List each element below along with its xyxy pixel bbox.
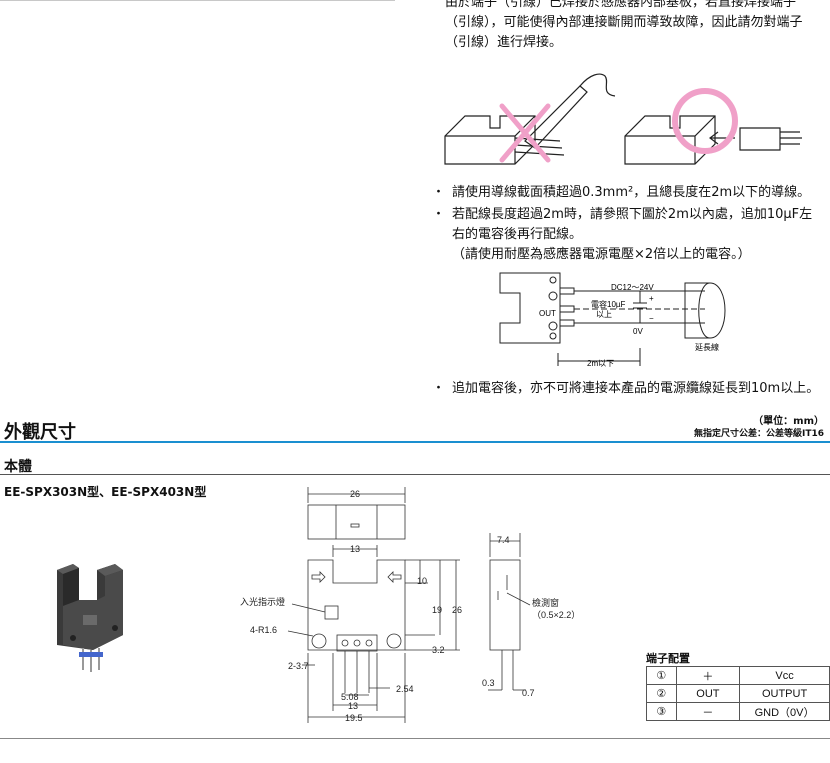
bullet-marker-3: ・	[432, 381, 446, 396]
sensor-product-photo	[57, 564, 123, 672]
dim-3-2: 3.2	[432, 645, 445, 655]
bullet-wire-gauge: 請使用導線截面積超過0.3mm²，且總長度在2m以下的導線。	[452, 185, 811, 200]
circuit-zero-v: 0V	[633, 327, 643, 336]
body-heading: 本體	[4, 459, 32, 475]
terminal-symbol: ＋	[675, 666, 741, 685]
bullet-capacitor: 若配線長度超過2m時，請參照下圖於2m以內處，追加10µF左	[452, 207, 813, 222]
unit-note: （單位：mm）	[753, 416, 824, 427]
section-divider	[0, 441, 830, 443]
circuit-cap-line2: 以上	[596, 310, 612, 319]
circuit-out: OUT	[539, 309, 556, 318]
terminal-no: ③	[646, 702, 677, 721]
dim-13-bottom: 13	[348, 701, 358, 711]
bottom-divider	[0, 738, 830, 739]
terminal-no: ②	[646, 684, 677, 703]
dim-26-top: 26	[350, 489, 360, 499]
dim-2-3-7: 2-3.7	[288, 661, 309, 671]
body-divider	[0, 474, 830, 475]
terminal-name: OUTPUT	[739, 684, 830, 703]
circuit-minus: −	[649, 314, 654, 323]
terminal-symbol: －	[675, 702, 741, 721]
dimension-drawing: 26 13 10 19 26 3.2 入光指示燈 4-R1.6 2-3.7 5.…	[240, 487, 580, 723]
tolerance-note: 無指定尺寸公差：公差等級IT16	[693, 429, 824, 439]
circuit-plus: +	[649, 294, 654, 303]
wiring-intro-3: （引線）進行焊接。	[445, 35, 563, 50]
bullet-marker-1: ・	[432, 185, 446, 200]
bullet-capacitor-cont: 右的電容後再行配線。	[452, 227, 583, 242]
detection-window-size: （0.5×2.2）	[532, 610, 580, 620]
dim-13-top: 13	[350, 544, 360, 554]
circuit-voltage: DC12～24V	[611, 283, 654, 292]
section-title: 外觀尺寸	[4, 422, 76, 443]
dim-r1-6: 4-R1.6	[250, 625, 277, 635]
terminal-name: GND（0V）	[739, 702, 830, 721]
table-row: ② OUT OUTPUT	[646, 684, 830, 703]
dim-19: 19	[432, 605, 442, 615]
terminal-table: ① ＋ Vcc ② OUT OUTPUT ③ － GND（0V）	[646, 666, 830, 721]
circuit-extension: 延長線	[695, 342, 719, 352]
wiring-intro-2: （引線），可能使得內部連接斷開而導致故障，因此請勿對端子	[445, 15, 803, 30]
table-row: ① ＋ Vcc	[646, 666, 830, 685]
dim-19-5: 19.5	[345, 713, 363, 723]
circuit-cap-line1: 電容10µF	[591, 299, 626, 309]
detection-window-label: 檢測窗	[532, 597, 559, 608]
terminal-name: Vcc	[739, 666, 830, 685]
top-divider	[0, 0, 395, 1]
dim-0-3: 0.3	[482, 678, 495, 688]
dim-2-54: 2.54	[396, 684, 414, 694]
dim-26-side: 26	[452, 605, 462, 615]
dim-7-4: 7.4	[497, 535, 510, 545]
wiring-intro-1: 由於端子（引線）已焊接於感應器內部基板，若直接焊接端子	[445, 0, 797, 10]
bullet-marker-2: ・	[432, 207, 446, 222]
terminal-no: ①	[646, 666, 677, 685]
model-numbers: EE-SPX303N型、EE-SPX403N型	[4, 485, 207, 499]
bullet-extension-limit: 追加電容後，亦不可將連接本產品的電源纜線延長到10m以上。	[452, 381, 820, 396]
terminal-table-title: 端子配置	[646, 652, 690, 665]
table-row: ③ － GND（0V）	[646, 702, 830, 721]
dim-0-7: 0.7	[522, 688, 535, 698]
incident-indicator-label: 入光指示燈	[240, 596, 285, 607]
dim-10: 10	[417, 576, 427, 586]
circuit-distance: 2m以下	[587, 359, 614, 368]
dim-5-08: 5.08	[341, 692, 359, 702]
bullet-capacitor-note: （請使用耐壓為感應器電源電壓×2倍以上的電容。）	[452, 247, 751, 262]
terminal-symbol: OUT	[675, 684, 741, 703]
ok-circle-icon	[672, 88, 738, 154]
soldering-illustration	[444, 73, 802, 165]
capacitor-circuit-diagram: DC12～24V 電容10µF 以上 + − OUT 0V 延長線 2m以下	[499, 272, 726, 368]
